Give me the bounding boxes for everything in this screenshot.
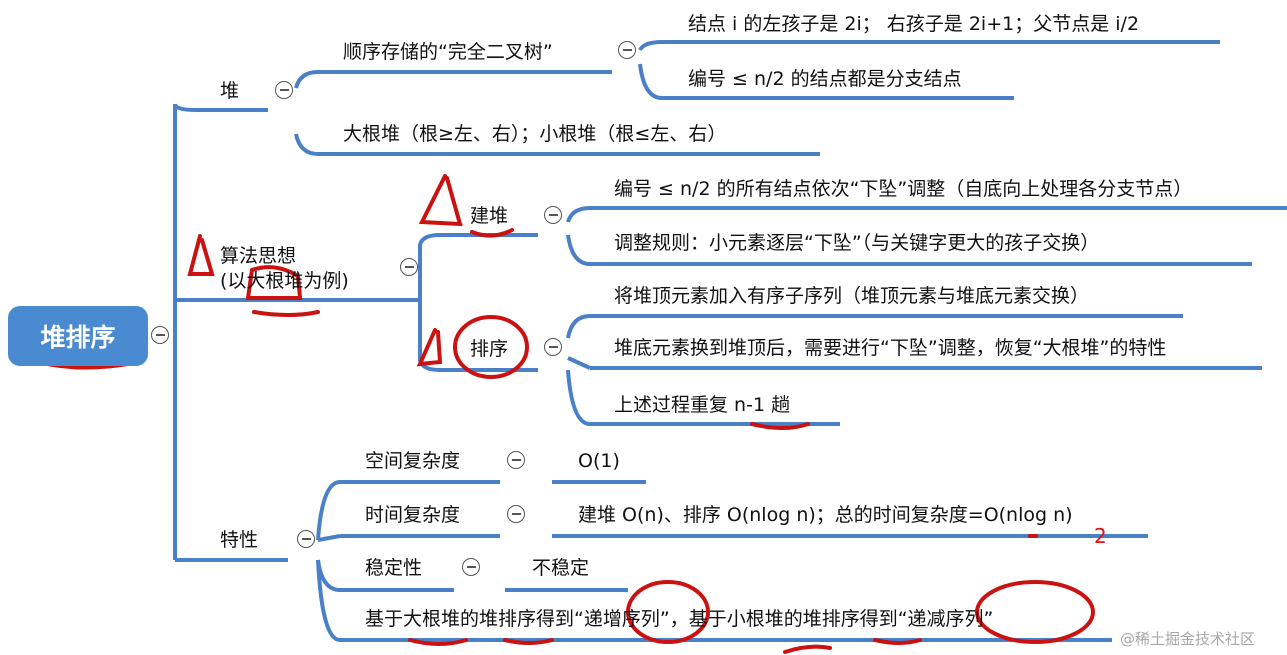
collapse-algo-icon[interactable] xyxy=(400,258,418,276)
heap-node[interactable]: 堆 xyxy=(220,80,240,102)
collapse-root-icon[interactable] xyxy=(151,326,169,344)
props-order-node[interactable]: 基于大根堆的堆排序得到“递增序列”，基于小根堆的堆排序得到“递减序列” xyxy=(365,608,994,630)
heap-seq-child-1[interactable]: 结点 i 的左孩子是 2i； 右孩子是 2i+1；父节点是 i/2 xyxy=(688,13,1140,35)
collapse-props-icon[interactable] xyxy=(297,530,315,548)
algo-node-line1[interactable]: 算法思想 xyxy=(220,245,297,267)
root-node[interactable]: 堆排序 xyxy=(8,306,148,366)
props-node[interactable]: 特性 xyxy=(220,529,259,551)
annotation-log-base: 2 xyxy=(1094,524,1107,548)
collapse-stable-icon[interactable] xyxy=(462,558,480,576)
sort-child-2[interactable]: 堆底元素换到堆顶后，需要进行“下坠”调整，恢复“大根堆”的特性 xyxy=(614,337,1167,359)
collapse-heap-icon[interactable] xyxy=(275,81,293,99)
collapse-heap-seq-icon[interactable] xyxy=(618,41,636,59)
collapse-space-icon[interactable] xyxy=(507,451,525,469)
heap-seq-child-2[interactable]: 编号 ≤ n/2 的结点都是分支结点 xyxy=(688,68,962,90)
props-stable-node[interactable]: 稳定性 xyxy=(365,557,423,579)
heap-types-node[interactable]: 大根堆（根≥左、右）；小根堆（根≤左、右） xyxy=(343,123,727,145)
collapse-build-icon[interactable] xyxy=(544,206,562,224)
props-space-node[interactable]: 空间复杂度 xyxy=(365,450,461,472)
algo-node-line2[interactable]: (以大根堆为例) xyxy=(220,270,349,292)
sort-child-3[interactable]: 上述过程重复 n-1 趟 xyxy=(614,394,791,416)
algo-build-node[interactable]: 建堆 xyxy=(470,205,509,227)
root-label: 堆排序 xyxy=(40,323,116,352)
algo-sort-node[interactable]: 排序 xyxy=(470,338,509,360)
build-child-2[interactable]: 调整规则：小元素逐层“下坠”（与关键字更大的孩子交换） xyxy=(614,232,1100,254)
props-space-value[interactable]: O(1) xyxy=(578,450,620,472)
collapse-sort-icon[interactable] xyxy=(544,338,562,356)
props-time-node[interactable]: 时间复杂度 xyxy=(365,504,461,526)
heap-seq-node[interactable]: 顺序存储的“完全二叉树” xyxy=(343,41,553,63)
watermark: @稀土掘金技术社区 xyxy=(1120,630,1256,648)
sort-child-1[interactable]: 将堆顶元素加入有序子序列（堆顶元素与堆底元素交换） xyxy=(614,285,1090,307)
build-child-1[interactable]: 编号 ≤ n/2 的所有结点依次“下坠”调整（自底向上处理各分支节点） xyxy=(614,178,1193,200)
collapse-time-icon[interactable] xyxy=(507,505,525,523)
props-stable-value[interactable]: 不稳定 xyxy=(532,557,590,579)
props-time-value[interactable]: 建堆 O(n)、排序 O(nlog n)；总的时间复杂度=O(nlog n) xyxy=(578,504,1073,526)
